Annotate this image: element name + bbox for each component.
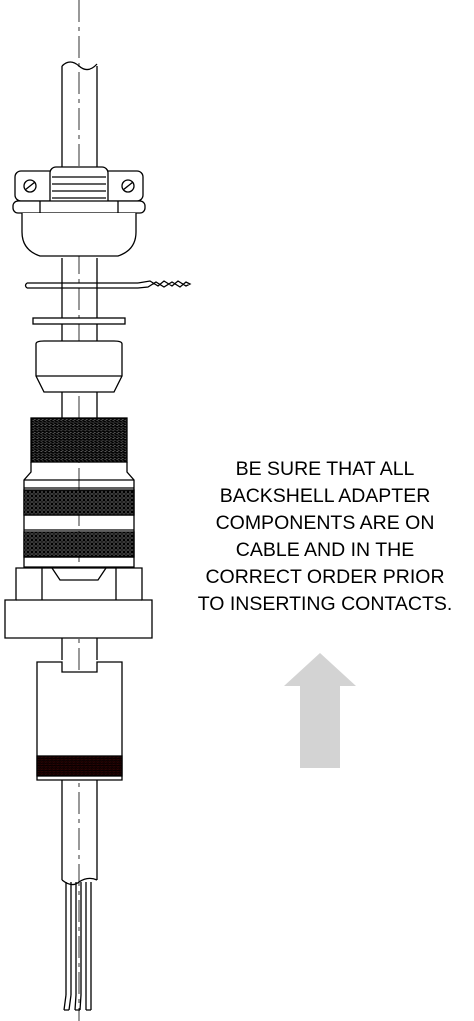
assembly-instruction: BE SURE THAT ALL BACKSHELL ADAPTER COMPO… [180, 456, 470, 618]
split-ring [24, 280, 192, 289]
instruction-line: BACKSHELL ADAPTER [219, 485, 431, 507]
instruction-line: COMPONENTS ARE ON [215, 512, 435, 534]
instruction-line: CORRECT ORDER PRIOR [205, 566, 445, 588]
instruction-line: CABLE AND IN THE [235, 539, 415, 561]
cable-wires [61, 877, 98, 1011]
up-arrow-icon [284, 653, 356, 768]
instruction-line: BE SURE THAT ALL [235, 458, 415, 480]
coupling-nut [4, 567, 153, 639]
backshell-body [23, 417, 135, 605]
grommet [35, 340, 123, 393]
connector-insert [36, 661, 123, 781]
instruction-line: TO INSERTING CONTACTS. [197, 593, 453, 615]
cable-top [61, 61, 98, 168]
washer [32, 317, 126, 325]
cable-clamp [12, 166, 146, 257]
